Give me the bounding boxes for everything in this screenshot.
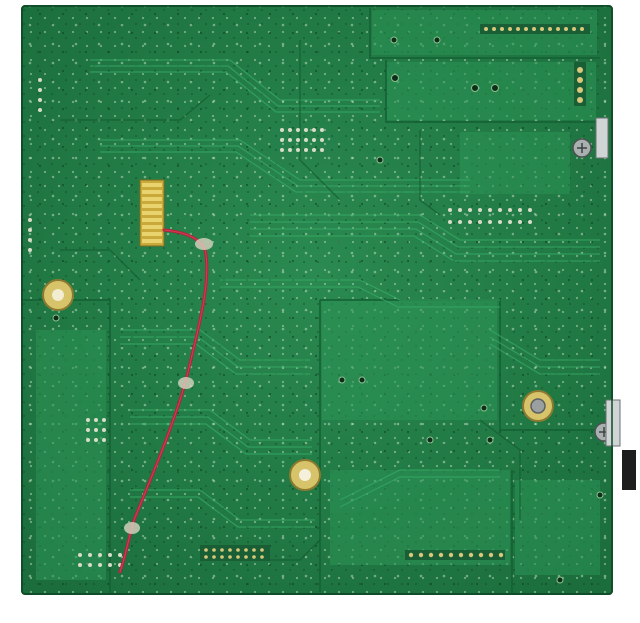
gold-finger-connector [139,179,165,247]
red-jumper-wire [118,228,213,574]
signal-traces [90,59,600,528]
copper-pour-regions [36,10,600,580]
mounting-holes [42,279,554,491]
header-pins [204,27,584,559]
board-edge-highlight [21,5,613,595]
solder-pad-clusters [28,78,532,567]
edge-connectors [574,62,636,490]
through-holes [52,36,604,584]
